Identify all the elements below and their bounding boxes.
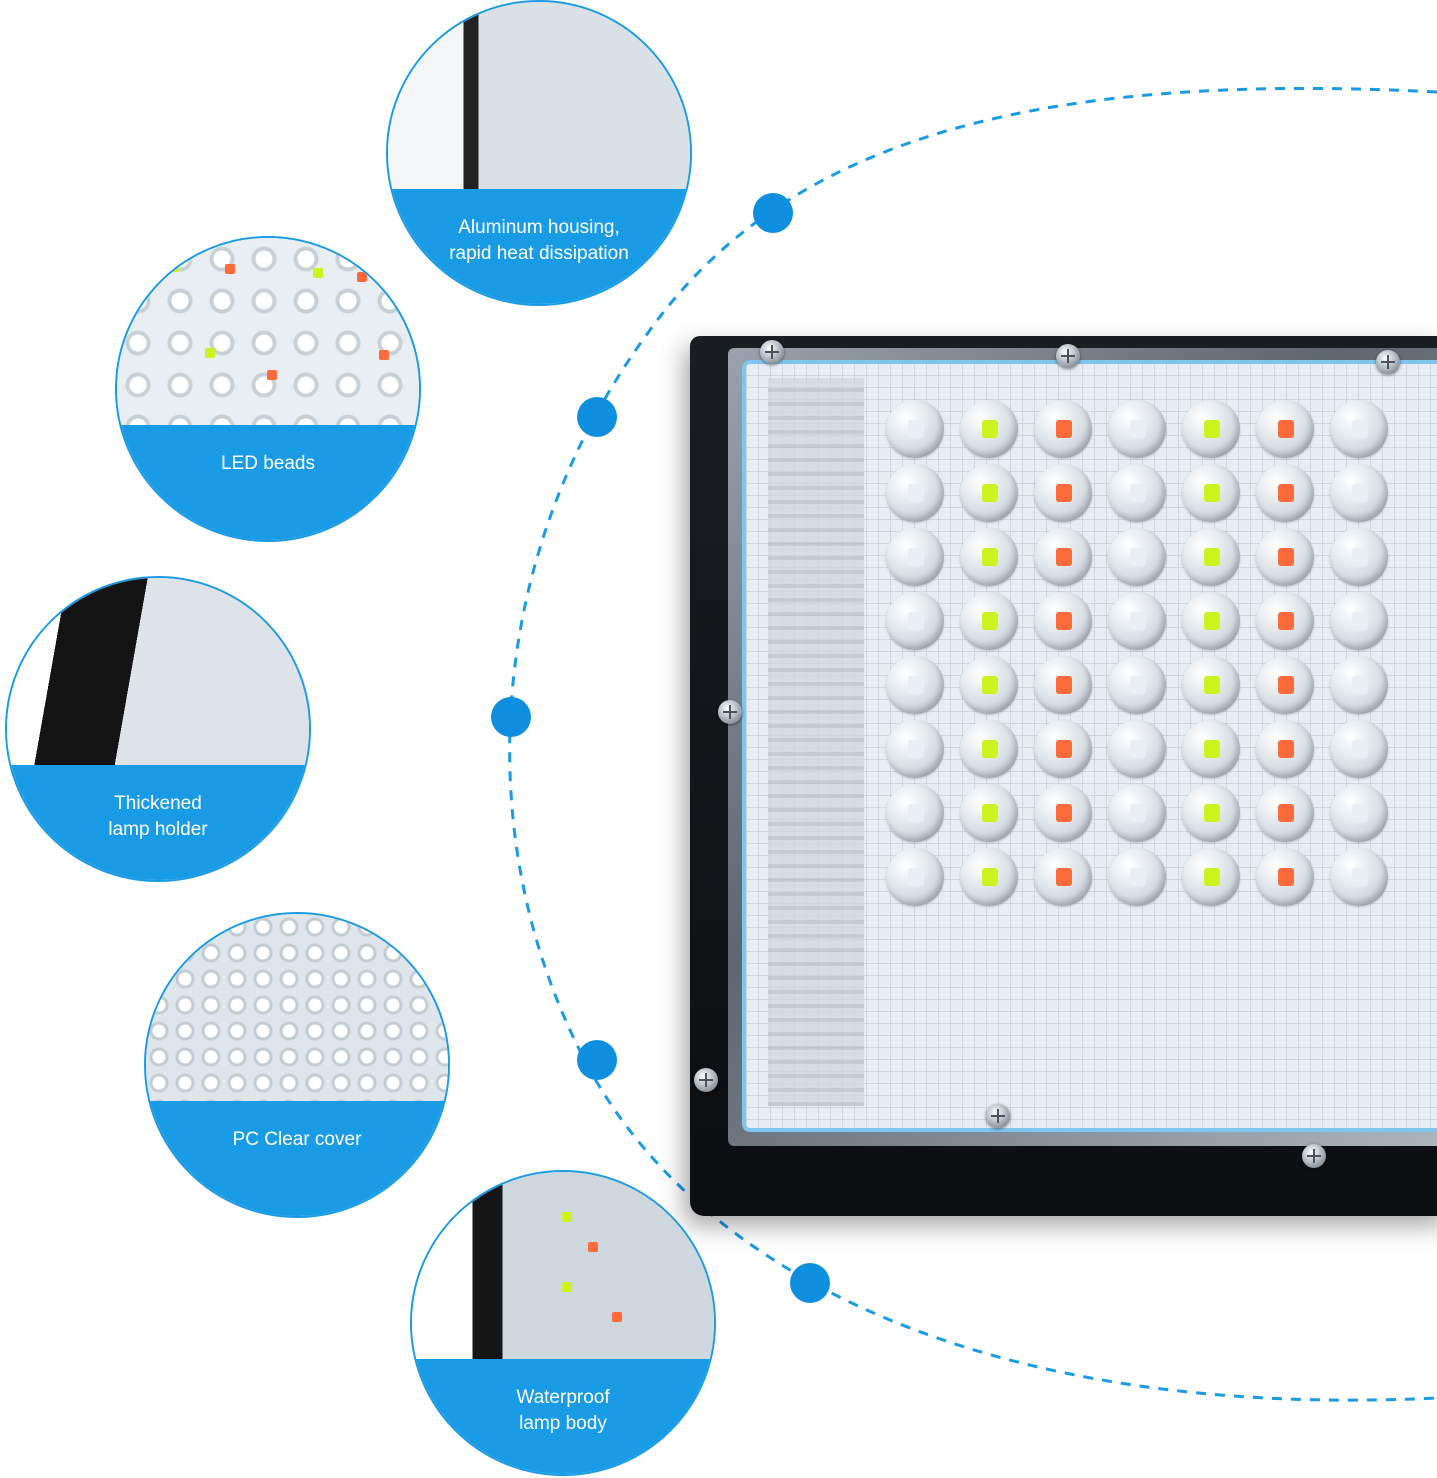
- feature-label-band: Aluminum housing, rapid heat dissipation: [388, 189, 690, 304]
- led-bead: [886, 528, 944, 586]
- feature-label-band: Thickened lamp holder: [7, 765, 309, 880]
- led-bead: [886, 464, 944, 522]
- feature-label: PC Clear cover: [232, 1129, 362, 1151]
- led-bead: [886, 592, 944, 650]
- led-bead: [1108, 656, 1166, 714]
- led-bead: [1330, 528, 1388, 586]
- led-bead: [960, 848, 1018, 906]
- led-bead: [960, 784, 1018, 842]
- led-bead: [1034, 528, 1092, 586]
- feature-label: Waterproof lamp body: [516, 1387, 610, 1435]
- led-bead: [1182, 592, 1240, 650]
- led-bead: [1256, 528, 1314, 586]
- led-bead: [1256, 848, 1314, 906]
- feature-lamp-holder: Thickened lamp holder: [5, 576, 311, 882]
- led-bead: [960, 400, 1018, 458]
- led-bead: [1330, 656, 1388, 714]
- led-bead: [1034, 400, 1092, 458]
- bracket-icon: [7, 578, 309, 766]
- shield-icon: [412, 1172, 714, 1360]
- dashed-arc-path: [508, 86, 1437, 1402]
- led-bead: [1182, 784, 1240, 842]
- led-bead: [886, 656, 944, 714]
- led-bead: [1108, 528, 1166, 586]
- feature-aluminum-housing: Aluminum housing, rapid heat dissipation: [386, 0, 692, 306]
- led-bead: [1256, 592, 1314, 650]
- led-bead: [1108, 784, 1166, 842]
- feature-label: Aluminum housing, rapid heat dissipation: [449, 217, 629, 265]
- led-bead: [960, 656, 1018, 714]
- feature-label: LED beads: [220, 453, 315, 475]
- led-bead: [1256, 656, 1314, 714]
- feature-label: Thickened lamp holder: [108, 793, 208, 841]
- led-bead: [960, 528, 1018, 586]
- led-bead: [1034, 656, 1092, 714]
- led-bead: [1182, 528, 1240, 586]
- led-bead: [886, 400, 944, 458]
- led-bead: [1182, 656, 1240, 714]
- led-bead: [1034, 784, 1092, 842]
- feature-label-band: Waterproof lamp body: [412, 1359, 714, 1474]
- screw-icon: [760, 340, 784, 364]
- screw-icon: [1302, 1144, 1326, 1168]
- led-bead: [1256, 464, 1314, 522]
- led-bead: [1034, 592, 1092, 650]
- housing-icon: [388, 2, 690, 190]
- led-bead: [1256, 400, 1314, 458]
- led-bead: [1330, 848, 1388, 906]
- pc-clear-cover: [742, 360, 1437, 1132]
- led-bead: [1330, 784, 1388, 842]
- connector-dot: [753, 193, 793, 233]
- led-bead: [1256, 720, 1314, 778]
- led-bead: [1108, 464, 1166, 522]
- led-bead: [1182, 848, 1240, 906]
- circuit-board-strip: [768, 378, 864, 1106]
- led-bead: [960, 464, 1018, 522]
- screw-icon: [694, 1068, 718, 1092]
- feature-pc-cover: PC Clear cover: [144, 912, 450, 1218]
- connector-dot: [790, 1263, 830, 1303]
- led-bead: [960, 720, 1018, 778]
- screw-icon: [1376, 350, 1400, 374]
- cover-icon: [146, 914, 448, 1102]
- screw-icon: [1056, 344, 1080, 368]
- feature-label-band: LED beads: [117, 425, 419, 540]
- aluminum-frame: [728, 348, 1437, 1146]
- led-bead: [1034, 848, 1092, 906]
- connector-dot: [577, 397, 617, 437]
- led-bead: [1256, 784, 1314, 842]
- led-bead: [1330, 720, 1388, 778]
- connector-dot: [491, 697, 531, 737]
- led-bead: [1182, 720, 1240, 778]
- led-bead: [1108, 592, 1166, 650]
- led-bead: [960, 592, 1018, 650]
- led-bead: [1108, 848, 1166, 906]
- led-bead: [1108, 720, 1166, 778]
- led-bead: [886, 720, 944, 778]
- feature-label-band: PC Clear cover: [146, 1101, 448, 1216]
- feature-led-beads: LED beads: [115, 236, 421, 542]
- led-bead: [1182, 400, 1240, 458]
- led-bead: [886, 848, 944, 906]
- floodlight-product: [690, 336, 1437, 1216]
- led-bead: [1330, 400, 1388, 458]
- led-bead: [886, 784, 944, 842]
- led-bead: [1034, 720, 1092, 778]
- led-bead: [1330, 464, 1388, 522]
- screw-icon: [718, 700, 742, 724]
- led-bead: [1182, 464, 1240, 522]
- led-bead-grid: [886, 400, 1404, 906]
- led-icon: [117, 238, 419, 426]
- screw-icon: [986, 1104, 1010, 1128]
- led-bead: [1108, 400, 1166, 458]
- feature-waterproof-body: Waterproof lamp body: [410, 1170, 716, 1476]
- connector-dot: [577, 1040, 617, 1080]
- led-bead: [1034, 464, 1092, 522]
- led-bead: [1330, 592, 1388, 650]
